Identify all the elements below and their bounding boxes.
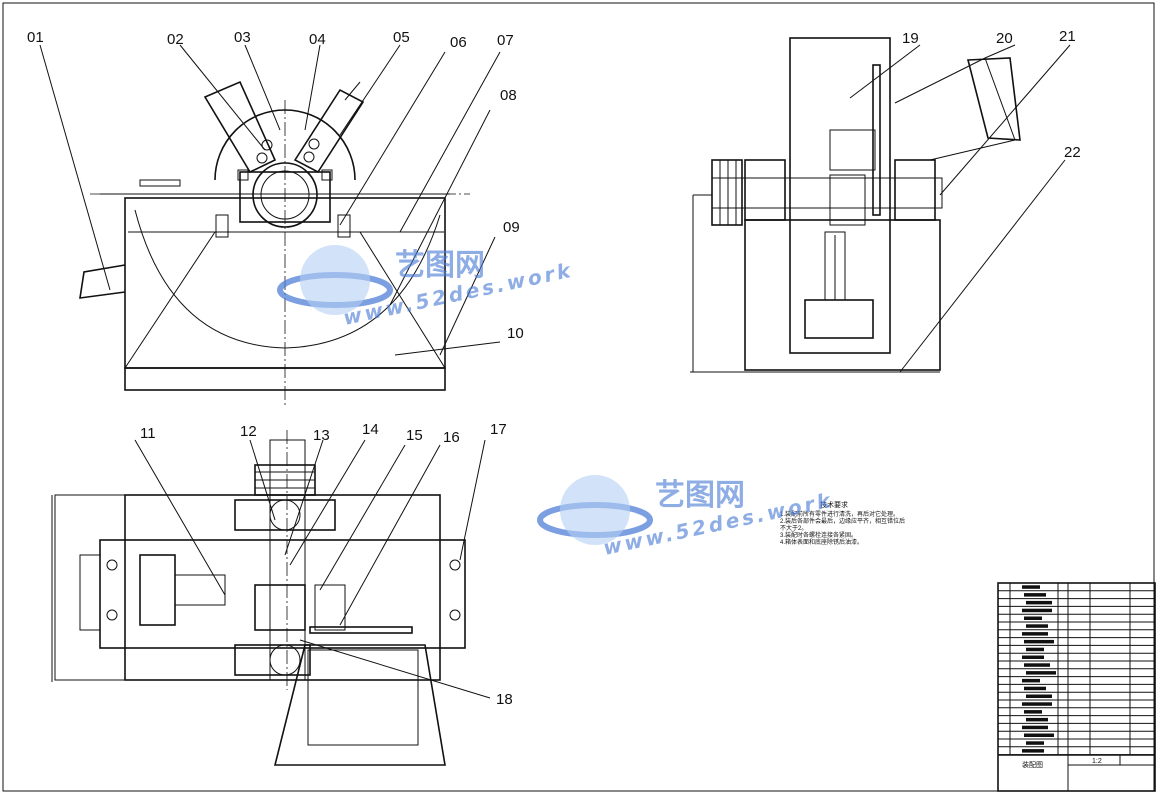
watermark-brand: 艺图网 [395,248,485,283]
part-label-07: 07 [497,32,514,49]
part-label-05: 05 [393,29,410,46]
technical-requirements: 技术要求 1.装配前所有零件进行清洗，再后对它处理。 2.装后各部件会最后，边缘… [780,500,905,546]
part-label-18: 18 [496,691,513,708]
part-label-21: 21 [1059,28,1076,45]
part-label-19: 19 [902,30,919,47]
part-label-20: 20 [996,30,1013,47]
part-labels: 01 02 03 04 05 06 07 08 09 10 11 12 13 1… [27,28,1081,708]
title-block-cell-mark [1024,593,1046,597]
tech-req-item: 4.箱体表面和底座除锈后油漆。 [780,538,863,546]
title-block-cell-mark [1026,647,1044,652]
title-block: 装配图 1:2 [997,582,1156,792]
title-block-cell-mark [1026,717,1048,722]
part-label-11: 11 [140,425,156,442]
part-label-04: 04 [309,31,326,48]
watermark-logo: 艺图网 www.52des.work [277,245,575,330]
part-label-16: 16 [443,429,460,446]
part-label-17: 17 [490,421,507,438]
title-block-cell-mark [1022,655,1044,659]
side-view [690,37,1071,373]
title-block-cell-mark [1022,749,1044,753]
part-label-10: 10 [507,325,524,342]
title-block-cell-mark [1026,671,1056,675]
title-block-cell-mark [1024,639,1054,644]
part-label-22: 22 [1064,144,1081,161]
title-block-cell-mark [1022,702,1052,706]
title-block-cell-mark [1026,600,1052,605]
part-label-14: 14 [362,421,379,438]
part-label-08: 08 [500,87,517,104]
title-block-cell-mark [1024,710,1042,714]
watermark-brand: 艺图网 [655,478,745,513]
title-block-cell-mark [1024,616,1042,620]
top-view [51,430,491,766]
tech-req-item: 不大于2。 [780,524,807,532]
title-block-cell-mark [1022,608,1052,613]
title-block-cell-mark [1026,624,1048,628]
title-block-cell-mark [1026,741,1044,745]
tech-req-title: 技术要求 [820,500,848,509]
title-block-cell-mark [1024,663,1050,667]
part-label-09: 09 [503,219,520,236]
part-label-03: 03 [234,29,251,46]
title-block-cell-mark [1024,686,1046,691]
part-label-12: 12 [240,423,257,440]
tech-req-item: 2.装后各部件会最后，边缘应平齐，相互错位后 [780,517,905,525]
tech-req-item: 3.装配时各螺栓连接各紧固。 [780,531,857,539]
title-block-cell-mark [1022,725,1048,730]
drawing-scale: 1:2 [1092,758,1102,765]
front-view [39,44,501,405]
watermark-logo: 艺图网 www.52des.work [537,475,835,560]
drawing-name: 装配图 [1022,760,1043,769]
title-block-cell-mark [1022,585,1040,589]
tech-req-item: 1.装配前所有零件进行清洗，再后对它处理。 [780,510,899,518]
title-block-cell-mark [1022,678,1040,683]
title-block-cell-mark [1024,733,1054,737]
part-label-01: 01 [27,29,44,46]
title-block-cell-mark [1026,694,1052,698]
part-label-13: 13 [313,427,330,444]
part-label-06: 06 [450,34,467,51]
title-block-cell-mark [1022,632,1048,636]
part-label-15: 15 [406,427,423,444]
part-label-02: 02 [167,31,184,48]
